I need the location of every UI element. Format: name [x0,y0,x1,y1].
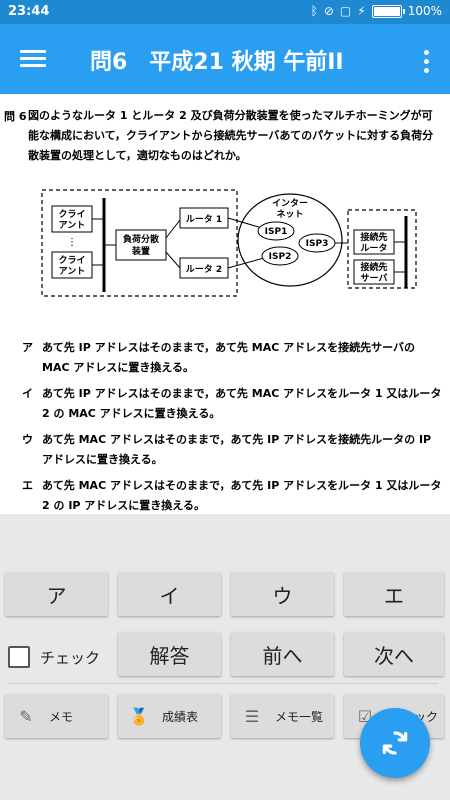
check-toggle[interactable]: チェック [8,642,100,672]
status-bar: 23:44 ᛒ ⊘ ▢ ⚡ 100% [0,0,450,24]
choice-i: イ あて先 IP アドレスはそのままで，あて先 MAC アドレスをルータ 1 又… [22,384,442,424]
question-content: 問 6 図のようなルータ 1 とルータ 2 及び負荷分散装置を使ったマルチホーミ… [0,94,450,514]
question-text: 図のようなルータ 1 とルータ 2 及び負荷分散装置を使ったマルチホーミングが可… [28,109,434,162]
choice-mark: エ [22,479,33,492]
charging-icon: ⚡ [357,4,366,18]
check-checkbox[interactable] [8,646,30,668]
medal-icon: 🏅 [129,706,149,726]
refresh-fab[interactable] [360,708,430,778]
svg-text:サーバ: サーバ [361,273,388,284]
client-label-2: クライ [58,255,85,266]
answer-i-button[interactable]: イ [118,572,221,616]
grades-label: 成績表 [162,709,199,724]
svg-text:ネット: ネット [276,209,303,220]
choice-u: ウ あて先 MAC アドレスはそのままで，あて先 IP アドレスを接続先ルータの… [22,430,442,470]
svg-text:ルータ: ルータ [360,242,387,254]
question-number: 問 6 [4,110,27,123]
choice-text: あて先 IP アドレスはそのままで，あて先 MAC アドレスをルータ 1 又はル… [42,387,442,420]
memo-list-button[interactable]: ☰ メモ一覧 [231,694,334,738]
svg-text:装置: 装置 [131,245,150,257]
menu-icon[interactable] [20,46,46,72]
isp3-label: ISP3 [306,239,329,249]
no-sim-icon: ▢ [339,4,352,18]
choice-text: あて先 MAC アドレスはそのままで，あて先 IP アドレスを接続先ルータの I… [42,433,432,466]
svg-text:アント: アント [59,220,86,231]
check-label: チェック [40,648,101,667]
pencil-icon: ✎ [19,706,33,726]
battery-icon [371,4,405,18]
divider [8,683,438,684]
memo-list-label: メモ一覧 [275,709,324,724]
choice-list: ア あて先 IP アドレスはそのままで，あて先 MAC アドレスを接続先サーバの… [22,338,442,522]
dest-router-label: 接続先 [360,231,387,243]
choice-a: ア あて先 IP アドレスはそのままで，あて先 MAC アドレスを接続先サーバの… [22,338,442,378]
prev-button[interactable]: 前へ [231,632,334,676]
answer-a-button[interactable]: ア [5,572,108,616]
answer-panel: ア イ ウ エ チェック 解答 前へ 次へ ✎ メモ 🏅 成績表 ☰ メモ一覧 … [0,514,450,800]
alarm-off-icon: ⊘ [323,4,334,18]
answer-e-button[interactable]: エ [344,572,444,616]
answer-u-button[interactable]: ウ [231,572,334,616]
diagram-dots: ⋮ [67,237,77,248]
svg-text:アント: アント [59,266,86,277]
choice-mark: イ [22,387,33,400]
next-button[interactable]: 次へ [344,632,444,676]
app-bar: 問6 平成21 秋期 午前II [0,24,450,94]
bluetooth-icon: ᛒ [310,4,318,18]
page-title: 問6 平成21 秋期 午前II [90,50,344,75]
load-balancer-label: 負荷分散 [123,233,160,245]
dest-server-label: 接続先 [360,261,387,273]
client-label-1: クライ [58,209,85,220]
router1-label: ルータ 1 [186,213,222,225]
show-answer-button[interactable]: 解答 [118,632,221,676]
isp2-label: ISP2 [269,252,292,262]
more-options-icon[interactable] [424,46,430,77]
choice-mark: ウ [22,433,33,446]
choice-e: エ あて先 MAC アドレスはそのままで，あて先 IP アドレスをルータ 1 又… [22,476,442,516]
network-diagram: クライ アント ⋮ クライ アント 負荷分散 装置 ルータ 1 ルータ 2 イン… [41,189,417,297]
choice-text: あて先 IP アドレスはそのままで，あて先 MAC アドレスを接続先サーバの M… [42,341,416,374]
list-icon: ☰ [244,706,260,726]
choice-text: あて先 MAC アドレスはそのままで，あて先 IP アドレスをルータ 1 又はル… [42,479,442,512]
choice-mark: ア [22,341,33,354]
memo-label: メモ [49,709,74,724]
status-time: 23:44 [8,4,50,19]
battery-percent: 100% [407,4,442,18]
memo-button[interactable]: ✎ メモ [5,694,108,738]
grades-button[interactable]: 🏅 成績表 [118,694,221,738]
internet-label: インター [272,197,308,209]
refresh-icon [382,731,408,755]
router2-label: ルータ 2 [186,263,222,275]
isp1-label: ISP1 [265,227,288,237]
